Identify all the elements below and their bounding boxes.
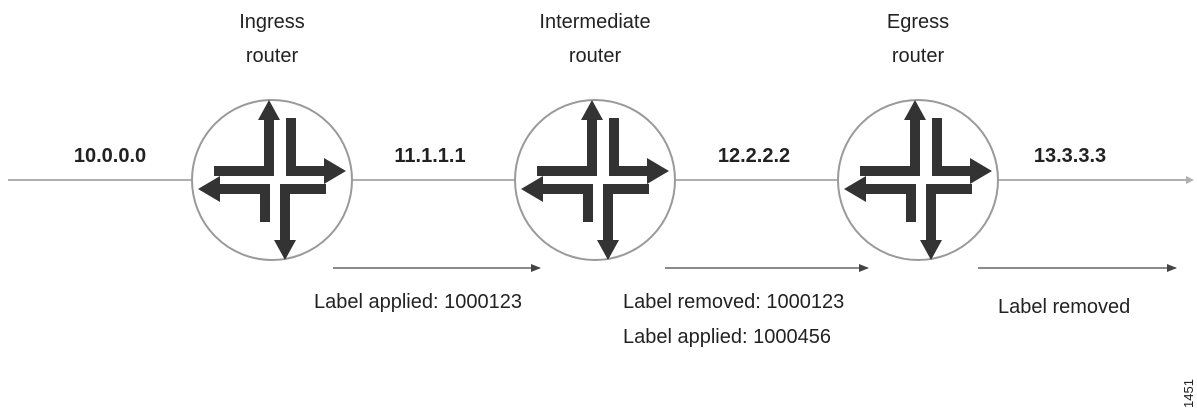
router-icon <box>514 99 676 261</box>
figure-id: 1451 <box>1181 379 1196 408</box>
hop-note: Label removed <box>998 296 1130 318</box>
router-title-egress-line1: Egress <box>887 11 949 33</box>
router-ingress <box>191 99 353 261</box>
address-label: 10.0.0.0 <box>74 145 146 167</box>
router-icon <box>191 99 353 261</box>
router-title-egress-line2: router <box>892 45 945 67</box>
address-label: 11.1.1.1 <box>394 145 465 167</box>
hop-note: Label applied: 1000123 <box>314 291 522 313</box>
router-icon <box>837 99 999 261</box>
router-intermediate <box>514 99 676 261</box>
hop-note: Label applied: 1000456 <box>623 326 831 348</box>
hop-note: Label removed: 1000123 <box>623 291 844 313</box>
router-title-ingress-line1: Ingress <box>239 11 305 33</box>
router-title-intermediate-line2: router <box>569 45 622 67</box>
router-egress <box>837 99 999 261</box>
network-line-arrowhead <box>1186 176 1194 184</box>
address-label: 13.3.3.3 <box>1034 145 1106 167</box>
address-label: 12.2.2.2 <box>718 145 790 167</box>
router-title-intermediate-line1: Intermediate <box>539 11 650 33</box>
router-title-ingress-line2: router <box>246 45 299 67</box>
